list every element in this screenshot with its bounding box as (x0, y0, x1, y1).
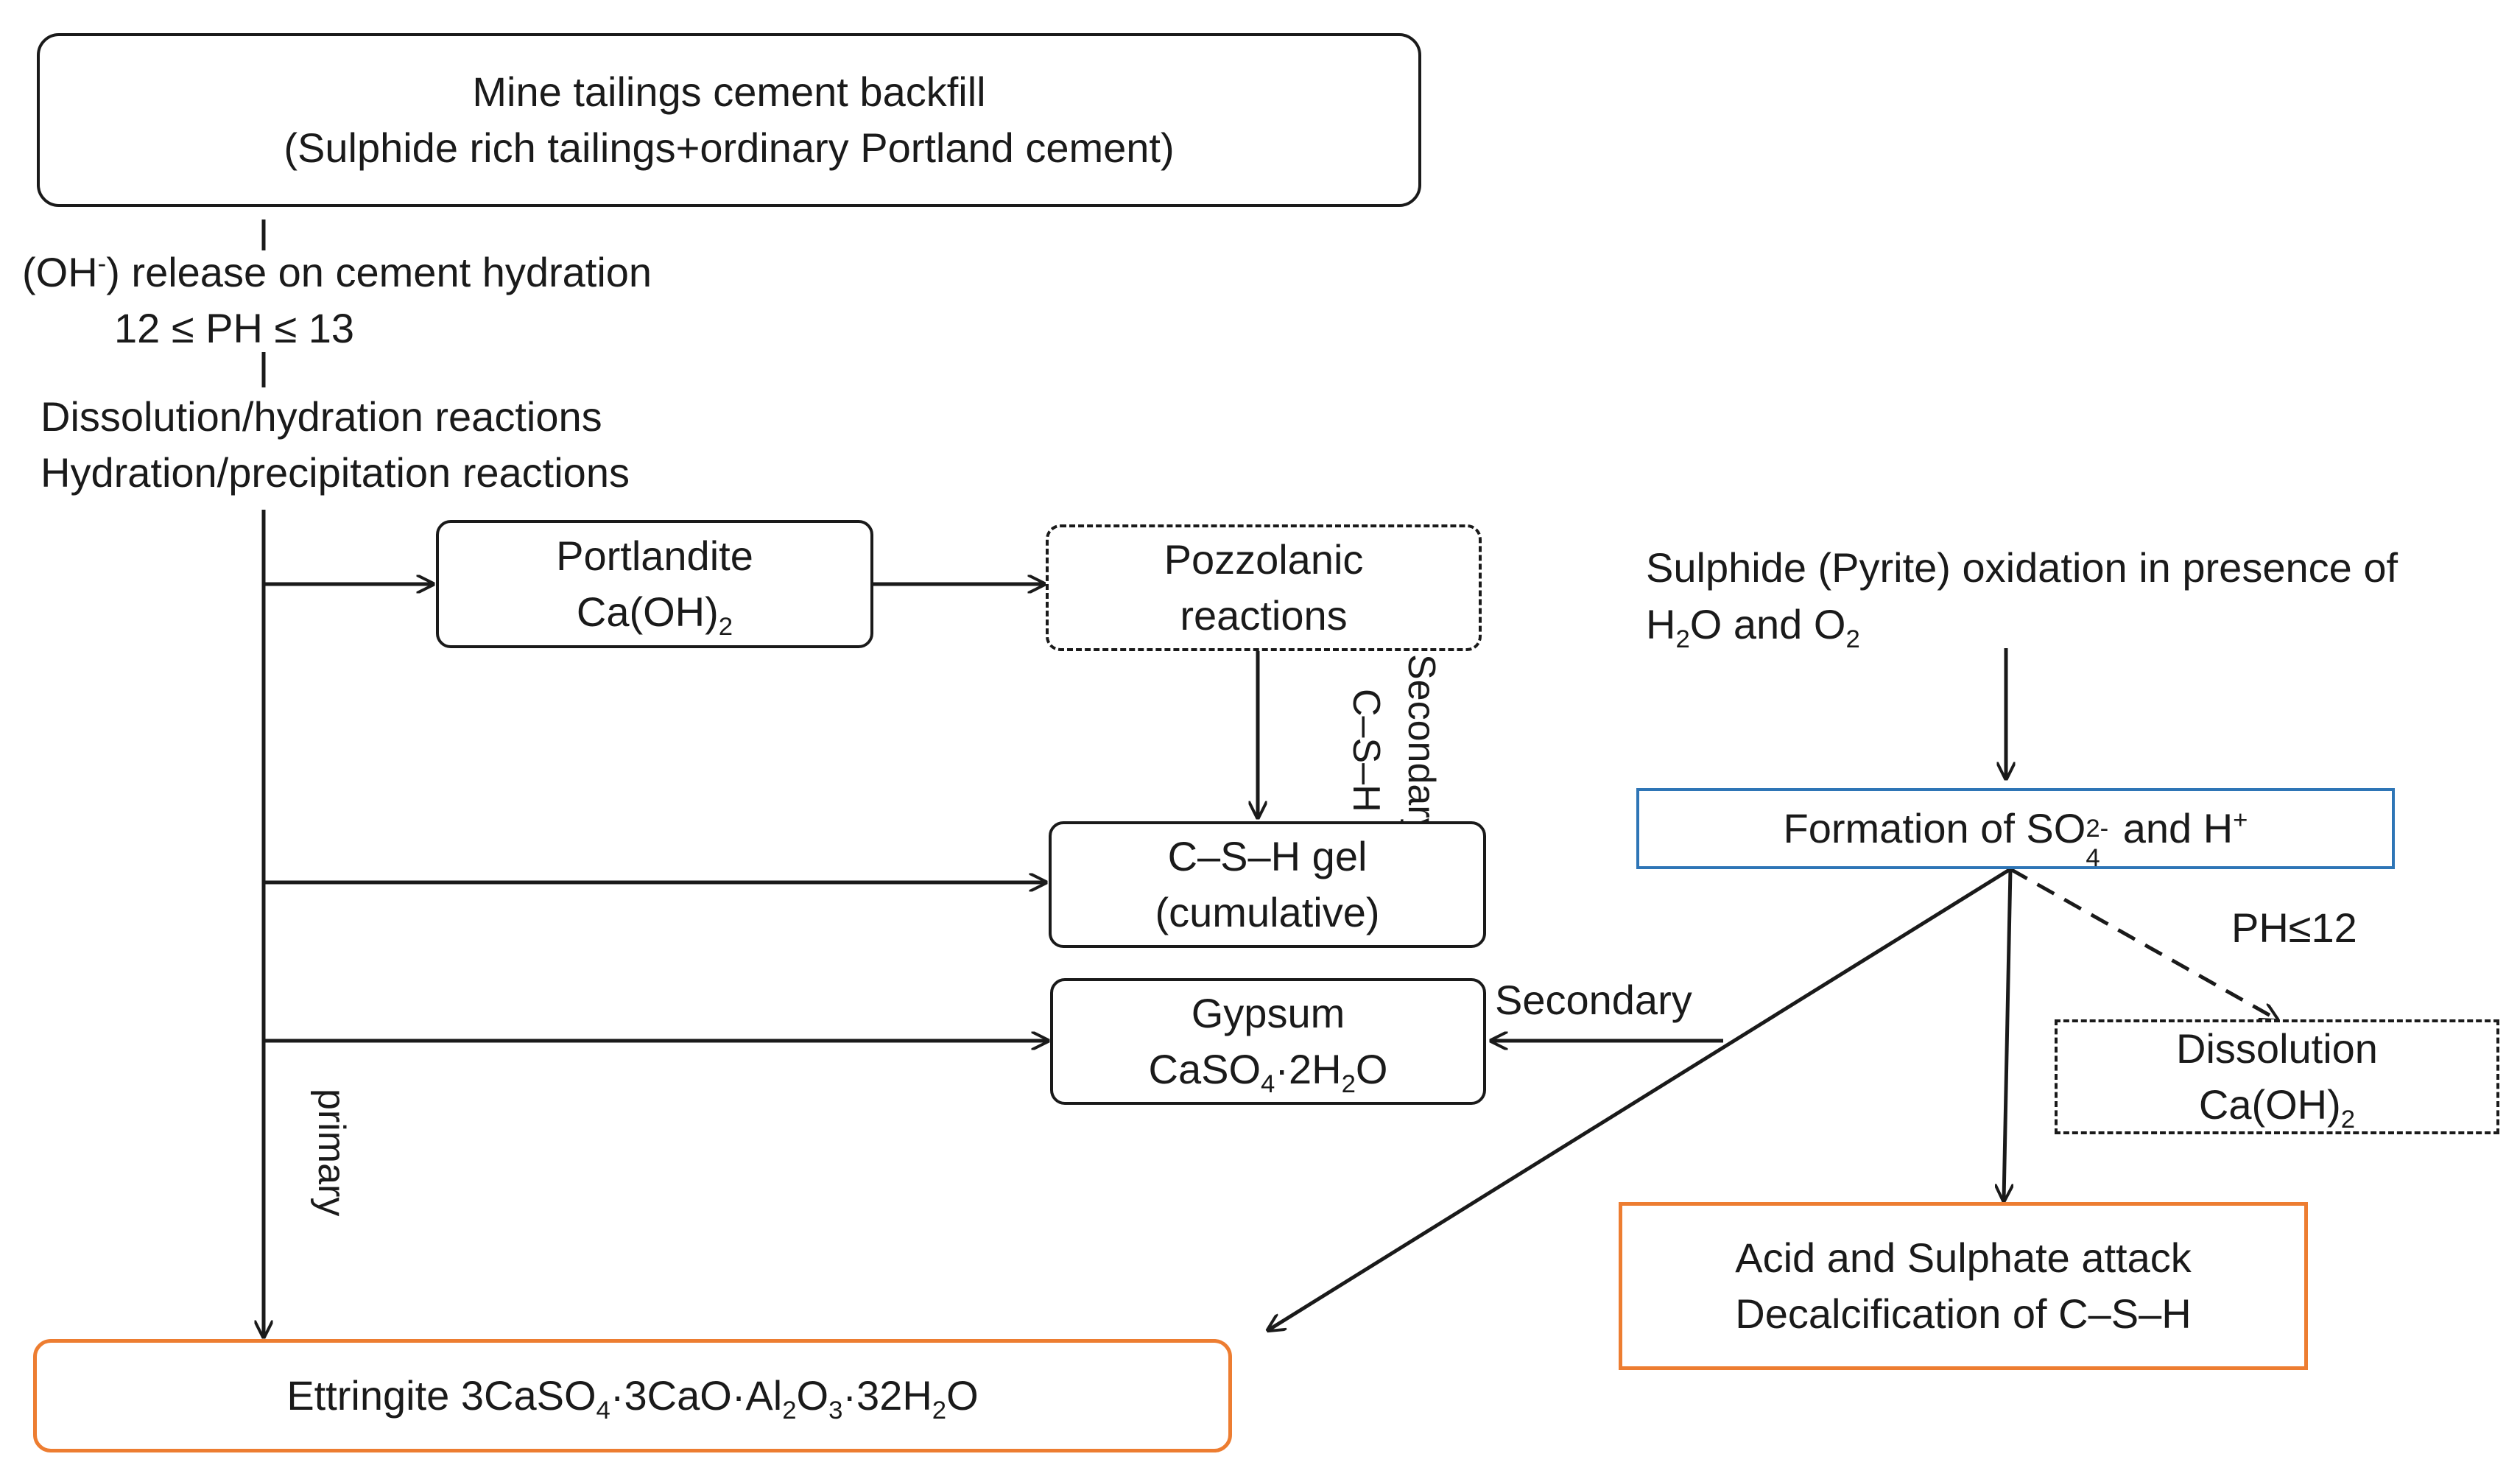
acid-attack-subtitle: Decalcification of C–S–H (1735, 1290, 2192, 1337)
pozzolanic-box: Pozzolanic reactions (1046, 524, 1482, 651)
backfill-subtitle: (Sulphide rich tailings+ordinary Portlan… (284, 124, 1175, 171)
backfill-title: Mine tailings cement backfill (472, 68, 986, 116)
csh-gel-box: C–S–H gel (cumulative) (1049, 821, 1486, 948)
gypsum-title: Gypsum (1191, 990, 1345, 1037)
ph-le-12-label: PH≤12 (2231, 904, 2357, 951)
oh-release-label: (OH-) release on cement hydration (22, 249, 652, 295)
oxidation-label-2: H2O and O2 (1646, 601, 1860, 654)
backfill-box: Mine tailings cement backfill (Sulphide … (37, 33, 1421, 207)
pozzolanic-line1: Pozzolanic (1164, 536, 1364, 583)
primary-vertical-label: primary (310, 1089, 353, 1217)
arrow-formation-to-ettringite (1268, 867, 2012, 1330)
oxidation-label-1: Sulphide (Pyrite) oxidation in presence … (1646, 544, 2398, 591)
portlandite-box: Portlandite Ca(OH)2 (436, 520, 873, 648)
portlandite-formula: Ca(OH)2 (576, 589, 733, 642)
ettringite-box: Ettringite 3CaSO4·3CaO·Al2O3·32H2O (33, 1339, 1232, 1452)
ettringite-formula: Ettringite 3CaSO4·3CaO·Al2O3·32H2O (286, 1372, 979, 1425)
dissolution-box: Dissolution Ca(OH)2 (2055, 1019, 2499, 1134)
acid-attack-box: Acid and Sulphate attack Decalcification… (1619, 1202, 2308, 1370)
ph-range-label: 12 ≤ PH ≤ 13 (114, 305, 355, 351)
secondary-vertical-label: Secondary (1400, 654, 1443, 837)
gypsum-box: Gypsum CaSO4·2H2O (1050, 978, 1486, 1105)
portlandite-title: Portlandite (556, 533, 753, 580)
secondary-gypsum-label: Secondary (1495, 977, 1692, 1023)
csh-gel-subtitle: (cumulative) (1155, 889, 1380, 935)
reactions-label-2: Hydration/precipitation reactions (41, 449, 630, 496)
pozzolanic-line2: reactions (1180, 592, 1348, 639)
reactions-label-1: Dissolution/hydration reactions (41, 393, 602, 440)
arrow-formation-to-acid-attack (2004, 868, 2010, 1201)
gypsum-formula: CaSO4·2H2O (1148, 1046, 1388, 1099)
dissolution-formula: Ca(OH)2 (2198, 1081, 2356, 1134)
dissolution-title: Dissolution (2176, 1025, 2378, 1072)
csh-vertical-label: C–S–H (1345, 689, 1387, 812)
arrow-formation-to-dissolution (2009, 867, 2277, 1019)
csh-gel-title: C–S–H gel (1167, 833, 1368, 880)
acid-attack-title: Acid and Sulphate attack (1735, 1234, 2192, 1282)
